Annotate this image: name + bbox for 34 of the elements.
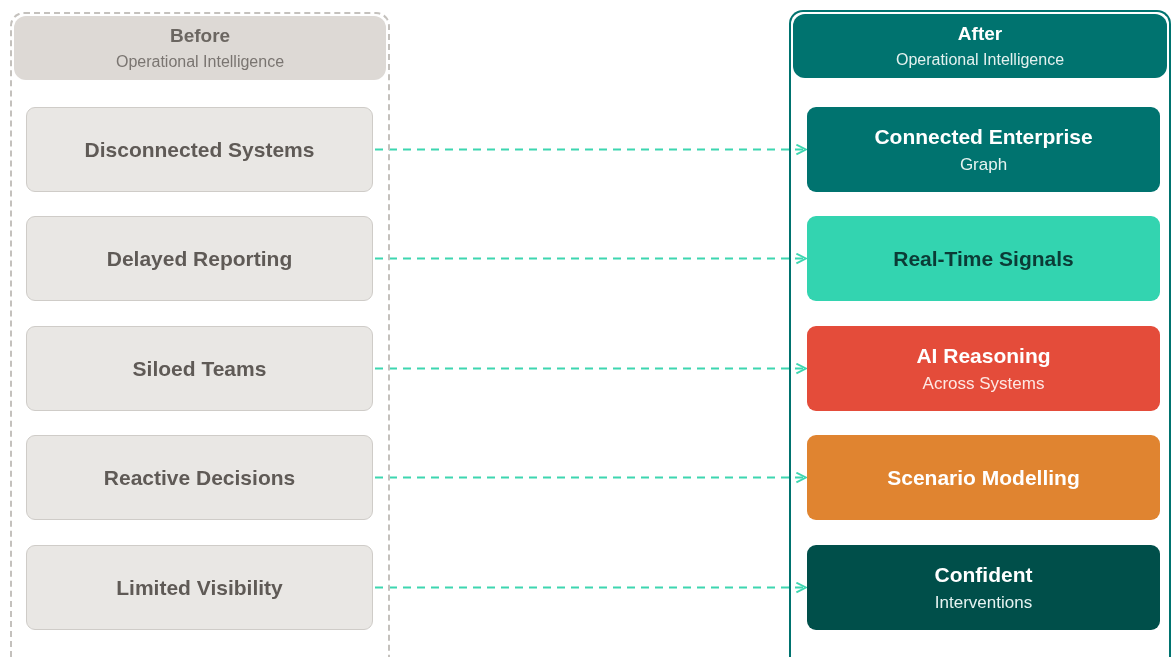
box-title: Siloed Teams xyxy=(132,356,267,381)
problem-box xyxy=(26,326,373,411)
dashed-arrow xyxy=(374,471,807,484)
dashed-arrow xyxy=(374,252,807,265)
box-title: Scenario Modelling xyxy=(887,465,1080,490)
group-title: After xyxy=(957,23,1003,45)
group-title: Before xyxy=(169,25,231,47)
solution-box xyxy=(807,107,1160,192)
box-subtitle: Interventions xyxy=(934,592,1033,613)
box-title: Reactive Decisions xyxy=(103,465,296,490)
group-container xyxy=(10,12,390,657)
box-title: Disconnected Systems xyxy=(84,137,315,162)
solution-box xyxy=(807,216,1160,301)
solution-box xyxy=(807,545,1160,630)
dashed-arrow xyxy=(374,581,807,594)
problem-box xyxy=(26,107,373,192)
solution-box xyxy=(807,435,1160,520)
box-title: Connected Enterprise xyxy=(874,124,1093,149)
group-subtitle: Operational Intelligence xyxy=(115,53,285,71)
dashed-arrow xyxy=(374,362,807,375)
dashed-arrow xyxy=(374,143,807,156)
box-title: Limited Visibility xyxy=(116,575,283,600)
box-title: Real-Time Signals xyxy=(893,246,1074,271)
problem-box xyxy=(26,545,373,630)
problem-box xyxy=(26,435,373,520)
box-title: Delayed Reporting xyxy=(106,246,293,271)
box-subtitle: Graph xyxy=(959,154,1008,175)
solution-box xyxy=(807,326,1160,411)
problem-box xyxy=(26,216,373,301)
box-title: Confident xyxy=(934,562,1033,587)
box-title: AI Reasoning xyxy=(916,343,1051,368)
box-subtitle: Across Systems xyxy=(922,373,1045,394)
group-container xyxy=(789,10,1171,657)
group-subtitle: Operational Intelligence xyxy=(895,51,1065,69)
